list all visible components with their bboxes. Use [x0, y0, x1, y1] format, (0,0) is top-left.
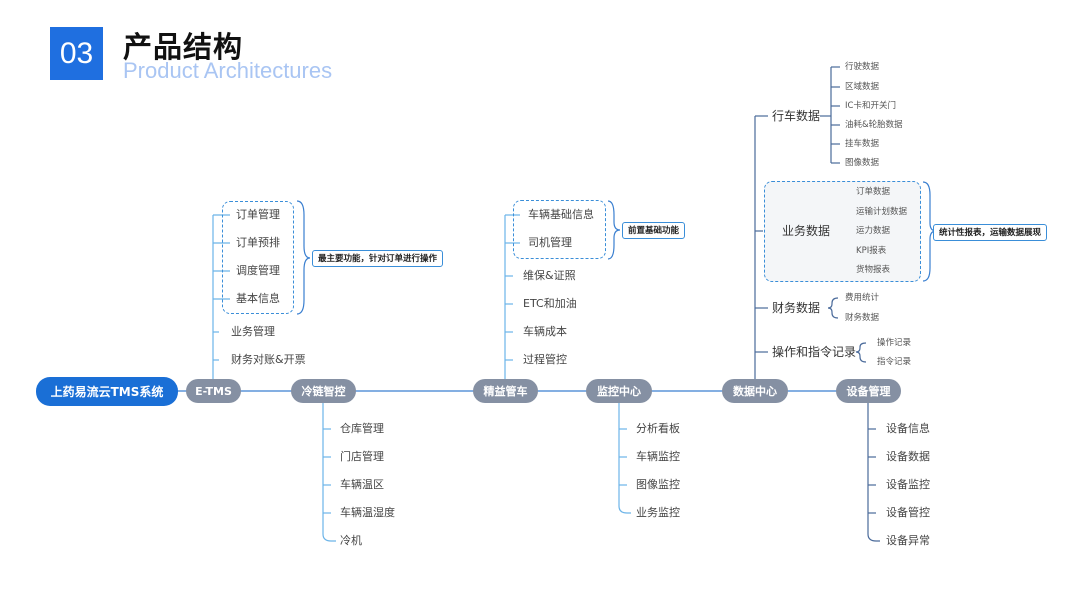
monitor-item[interactable]: 业务监控 — [636, 506, 680, 519]
cold-branch-lines — [322, 403, 336, 542]
data-business-group — [764, 181, 921, 282]
section-number-badge: 03 — [50, 27, 103, 80]
fleet-item[interactable]: 车辆成本 — [523, 325, 567, 338]
device-item[interactable]: 设备数据 — [886, 450, 930, 463]
fleet-item[interactable]: 维保&证照 — [523, 269, 576, 282]
etms-item[interactable]: 订单管理 — [236, 208, 280, 221]
finance-item[interactable]: 财务数据 — [845, 313, 880, 323]
etms-item[interactable]: 调度管理 — [236, 264, 280, 277]
item-tick-markers — [213, 275, 627, 514]
monitor-item[interactable]: 分析看板 — [636, 422, 680, 435]
business-item[interactable]: 订单数据 — [856, 187, 891, 197]
fleet-item[interactable]: 过程管控 — [523, 353, 567, 366]
module-fleet[interactable]: 精益管车 — [473, 379, 538, 403]
data-driving-label[interactable]: 行车数据 — [772, 109, 821, 123]
fleet-branch-lines — [504, 214, 520, 379]
module-data-center[interactable]: 数据中心 — [722, 379, 788, 403]
device-item[interactable]: 设备信息 — [886, 422, 930, 435]
driving-item[interactable]: 区域数据 — [845, 82, 880, 92]
cold-item[interactable]: 仓库管理 — [340, 422, 384, 435]
root-system-node[interactable]: 上药易流云TMS系统 — [36, 377, 178, 406]
fleet-item[interactable]: 车辆基础信息 — [528, 208, 594, 221]
fleet-item[interactable]: 司机管理 — [528, 236, 572, 249]
etms-core-group — [222, 201, 294, 314]
driving-item[interactable]: 图像数据 — [845, 158, 880, 168]
device-item[interactable]: 设备管控 — [886, 506, 930, 519]
etms-item[interactable]: 订单预排 — [236, 236, 280, 249]
module-etms[interactable]: E-TMS — [186, 379, 241, 403]
module-device[interactable]: 设备管理 — [836, 379, 901, 403]
fleet-note-brace — [607, 200, 621, 260]
etms-note-brace — [296, 200, 311, 315]
business-item[interactable]: 运力数据 — [856, 226, 891, 236]
data-finance-label[interactable]: 财务数据 — [772, 301, 821, 315]
device-branch-lines — [867, 403, 880, 542]
cold-item[interactable]: 冷机 — [340, 534, 362, 547]
monitor-branch-lines — [618, 403, 631, 514]
business-item[interactable]: 运输计划数据 — [856, 207, 908, 217]
cold-item[interactable]: 门店管理 — [340, 450, 384, 463]
etms-item[interactable]: 基本信息 — [236, 292, 280, 305]
ops-item[interactable]: 操作记录 — [877, 338, 912, 348]
data-business-label[interactable]: 业务数据 — [782, 224, 831, 238]
device-item[interactable]: 设备监控 — [886, 478, 930, 491]
business-item[interactable]: 货物报表 — [856, 265, 891, 275]
etms-item[interactable]: 业务管理 — [231, 325, 275, 338]
page-title: 产品结构 — [123, 30, 244, 64]
finance-item[interactable]: 费用统计 — [845, 293, 880, 303]
driving-item[interactable]: IC卡和开关门 — [845, 101, 896, 111]
fleet-base-group — [513, 200, 606, 259]
monitor-item[interactable]: 车辆监控 — [636, 450, 680, 463]
ops-item[interactable]: 指令记录 — [877, 357, 912, 367]
driving-item[interactable]: 油耗&轮胎数据 — [845, 120, 903, 130]
device-item[interactable]: 设备异常 — [886, 534, 930, 547]
cold-item[interactable]: 车辆温区 — [340, 478, 384, 491]
driving-item[interactable]: 挂车数据 — [845, 139, 880, 149]
monitor-item[interactable]: 图像监控 — [636, 478, 680, 491]
module-cold-chain[interactable]: 冷链智控 — [291, 379, 356, 403]
fleet-item[interactable]: ETC和加油 — [523, 297, 577, 310]
business-item[interactable]: KPI报表 — [856, 246, 887, 256]
module-monitor[interactable]: 监控中心 — [586, 379, 652, 403]
fleet-note: 前置基础功能 — [622, 222, 686, 239]
cold-item[interactable]: 车辆温湿度 — [340, 506, 395, 519]
etms-note: 最主要功能，针对订单进行操作 — [312, 250, 444, 267]
data-note: 统计性报表，运输数据展现 — [933, 224, 1048, 241]
page-subtitle: Product Architectures — [123, 58, 333, 83]
driving-item[interactable]: 行驶数据 — [845, 62, 880, 72]
data-ops-label[interactable]: 操作和指令记录 — [772, 345, 857, 359]
etms-item[interactable]: 财务对账&开票 — [231, 353, 306, 366]
etms-branch-lines — [212, 214, 230, 379]
